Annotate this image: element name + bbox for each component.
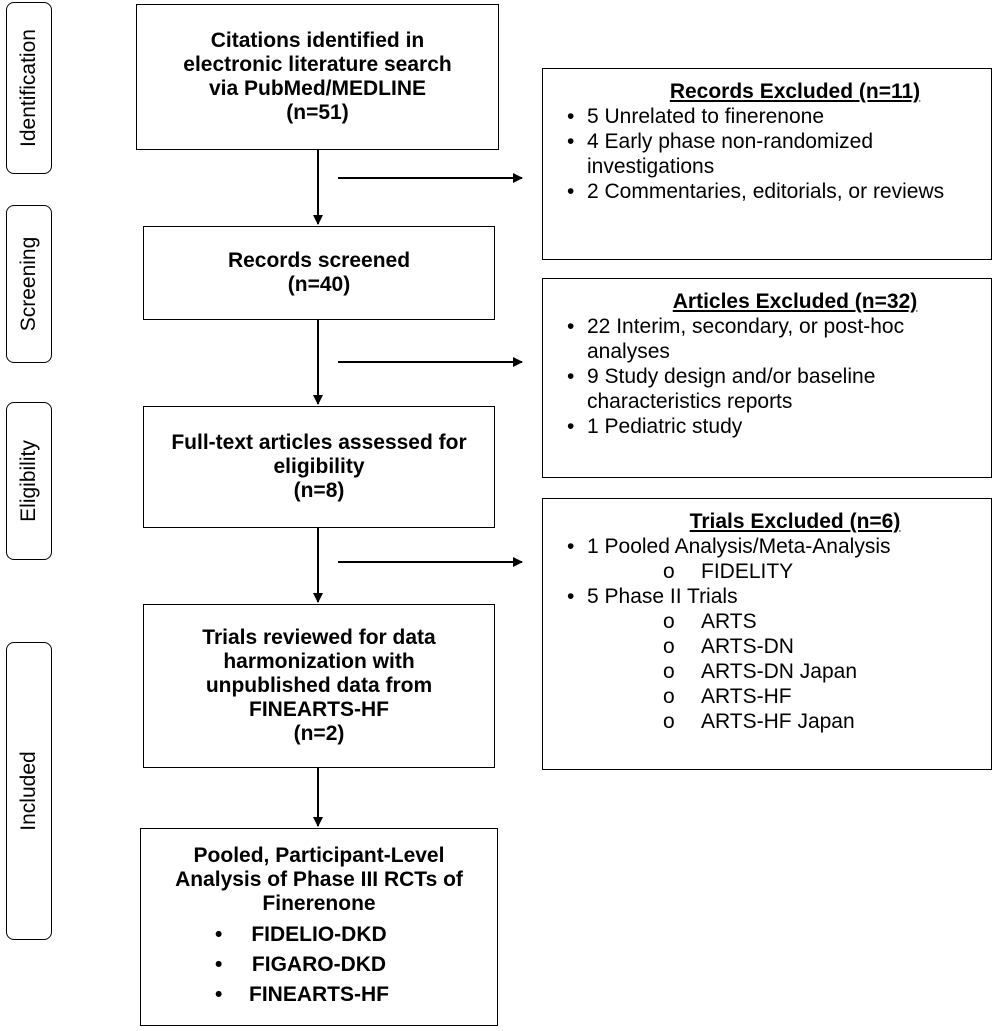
count-label: (n=51) (286, 101, 349, 124)
box-line: via PubMed/MEDLINE (208, 77, 427, 100)
sub-list-item: FIDELITY (561, 559, 979, 584)
stage-label: Screening (17, 236, 40, 332)
eligibility-box: Full-text articles assessed for eligibil… (143, 406, 495, 528)
screened-box: Records screened (n=40) (143, 226, 495, 320)
articles-excluded-box: Articles Excluded (n=32) 22 Interim, sec… (542, 278, 992, 478)
list-item: 2 Commentaries, editorials, or reviews (561, 179, 979, 204)
exclusion-list: 22 Interim, secondary, or post-hoc analy… (561, 314, 979, 439)
pooled-analysis-box: Pooled, Participant-Level Analysis of Ph… (140, 828, 498, 1026)
list-item: FIDELIO-DKD (215, 920, 389, 950)
exclusion-list: 5 Unrelated to finerenone 4 Early phase … (561, 104, 979, 204)
stage-eligibility: Eligibility (6, 402, 52, 560)
list-item: FINEARTS-HF (215, 980, 389, 1010)
box-line: eligibility (273, 455, 365, 478)
list-item: 22 Interim, secondary, or post-hoc analy… (561, 314, 979, 364)
sub-list-item: ARTS (561, 609, 979, 634)
stage-included: Included (6, 642, 52, 940)
identified-box: Citations identified in electronic liter… (136, 4, 499, 150)
box-line: harmonization with (223, 650, 415, 673)
stage-identification: Identification (6, 2, 52, 174)
stage-screening: Screening (6, 205, 52, 363)
count-label: (n=8) (293, 479, 345, 502)
reviewed-box: Trials reviewed for data harmonization w… (143, 604, 495, 768)
list-item: 1 Pooled Analysis/Meta-Analysis (561, 534, 979, 559)
exclusion-title: Articles Excluded (n=32) (672, 290, 918, 313)
stage-label: Identification (17, 29, 40, 147)
box-line: FINEARTS-HF (249, 698, 389, 721)
box-line: Pooled, Participant-Level (193, 844, 445, 867)
exclusion-list: 1 Pooled Analysis/Meta-Analysis FIDELITY… (561, 534, 979, 734)
box-line: Records screened (227, 249, 411, 272)
count-label: (n=40) (287, 273, 351, 296)
box-line: Full-text articles assessed for (171, 431, 467, 454)
list-item: 4 Early phase non-randomized investigati… (561, 129, 979, 179)
included-trials-list: FIDELIO-DKD FIGARO-DKD FINEARTS-HF (215, 920, 389, 1010)
list-item: 5 Unrelated to finerenone (561, 104, 979, 129)
list-item: 5 Phase II Trials (561, 584, 979, 609)
exclusion-title: Records Excluded (n=11) (669, 80, 921, 103)
list-item: 9 Study design and/or baseline character… (561, 364, 979, 414)
box-line: Finerenone (262, 892, 376, 915)
list-item: 1 Pediatric study (561, 414, 979, 439)
box-line: electronic literature search (183, 53, 452, 76)
count-label: (n=2) (293, 722, 345, 745)
list-item: FIGARO-DKD (215, 950, 389, 980)
stage-label: Eligibility (17, 440, 40, 522)
box-line: Citations identified in (210, 29, 425, 52)
sub-list-item: ARTS-HF (561, 684, 979, 709)
trials-excluded-box: Trials Excluded (n=6) 1 Pooled Analysis/… (542, 498, 992, 770)
stage-label: Included (17, 751, 40, 831)
box-line: unpublished data from (205, 674, 433, 697)
records-excluded-box: Records Excluded (n=11) 5 Unrelated to f… (542, 68, 992, 260)
sub-list-item: ARTS-HF Japan (561, 709, 979, 734)
box-line: Trials reviewed for data (202, 626, 436, 649)
box-line: Analysis of Phase III RCTs of (175, 868, 463, 891)
exclusion-title: Trials Excluded (n=6) (689, 510, 901, 533)
sub-list-item: ARTS-DN Japan (561, 659, 979, 684)
sub-list-item: ARTS-DN (561, 634, 979, 659)
